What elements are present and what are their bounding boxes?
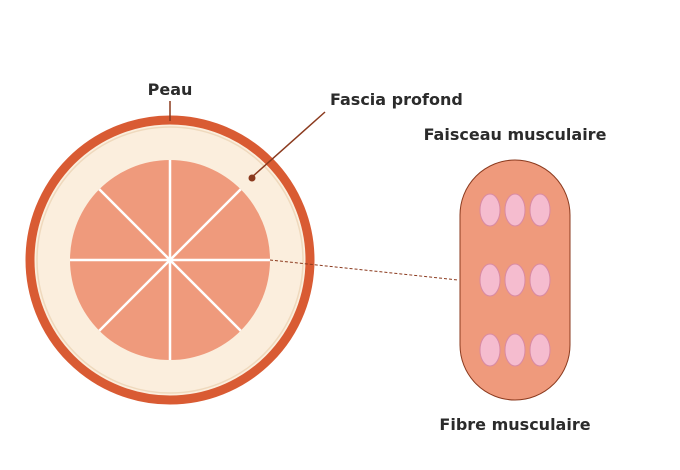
muscle-bundle [459,159,571,401]
muscle-fiber-label: Fibre musculaire [439,415,590,434]
fascia-leader-dot [248,174,256,182]
muscle-fiber [504,333,526,367]
fascia-inner-edge [36,126,304,394]
muscle-fibers [479,193,551,367]
muscle-fiber [529,263,551,297]
muscle-cross-section [25,115,315,405]
zoom-connector-line [269,259,459,281]
fascia-leader-line [251,111,326,178]
skin-label: Peau [148,80,193,99]
muscle-fiber [479,333,501,367]
muscle-bundle-label: Faisceau musculaire [424,125,607,144]
segment-divider [98,188,242,332]
muscle-fiber [529,193,551,227]
segment-dividers [70,160,270,360]
muscle-fiber [504,263,526,297]
muscle-fiber [504,193,526,227]
muscle-fiber [479,263,501,297]
muscle-fiber [529,333,551,367]
fascia-leader [248,111,326,182]
deep-fascia-label: Fascia profond [330,90,463,109]
muscle-fiber [479,193,501,227]
